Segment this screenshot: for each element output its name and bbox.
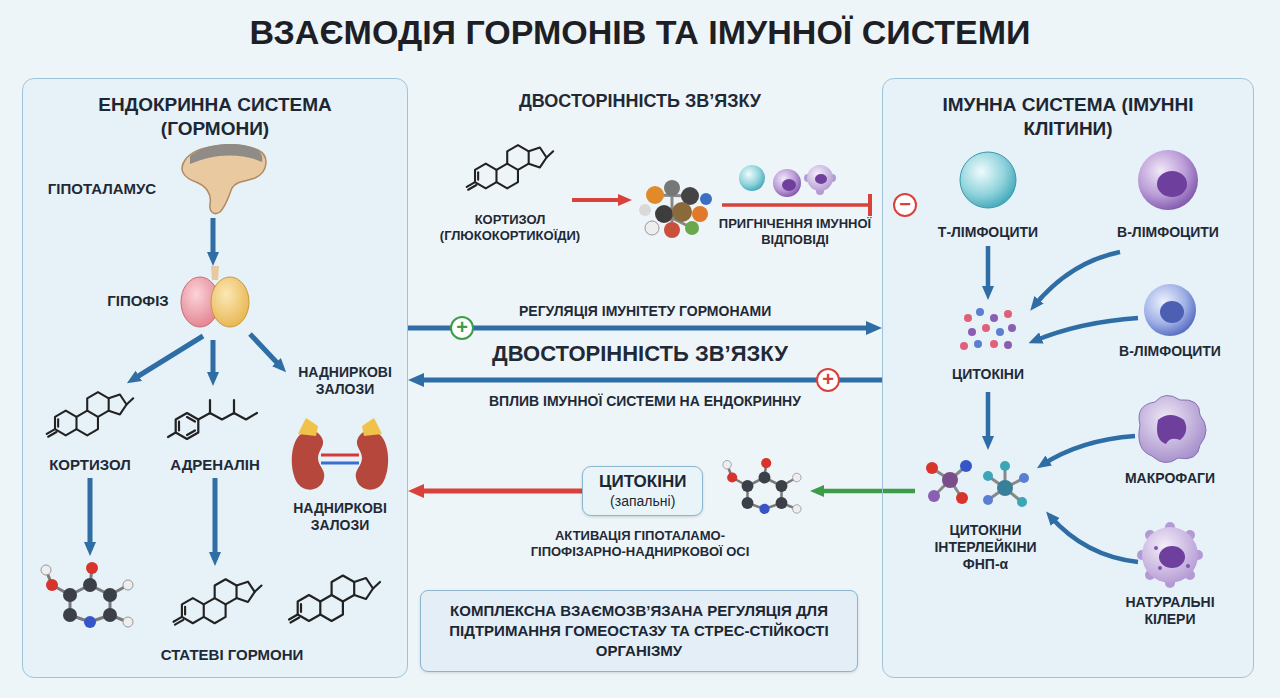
text-label: ДВОСТОРІННІСТЬ ЗВ’ЯЗКУ <box>430 341 850 368</box>
edge-label: РЕГУЛЯЦІЯ ІМУНІТЕТУ ГОРМОНАМИ <box>519 302 771 320</box>
summary-box: КОМПЛЕКСНА ВЗАЄМОЗВ’ЯЗАНА РЕГУЛЯЦІЯ ДЛЯ … <box>420 590 858 672</box>
node-text: ІМУННА СИСТЕМА (ІМУННІ КЛІТИНИ) <box>928 93 1208 141</box>
text-label: ГІПОФІЗ <box>93 292 183 310</box>
node-text: КОМПЛЕКСНА ВЗАЄМОЗВ’ЯЗАНА РЕГУЛЯЦІЯ ДЛЯ … <box>443 601 835 661</box>
text-label: АДРЕНАЛІН <box>160 456 270 474</box>
text-label: ДВОСТОРІННІСТЬ ЗВ’ЯЗКУ <box>460 91 820 113</box>
cytokine-molecules <box>926 460 1029 507</box>
text-label: ПРИГНІЧЕННЯ ІМУННОЇ ВІДПОВІДІ <box>715 216 875 248</box>
system-panel: ІМУННА СИСТЕМА (ІМУННІ КЛІТИНИ) <box>882 78 1254 678</box>
cytokine-box: ЦИТОКІНИ(запальні) <box>582 466 703 516</box>
molecule-structures <box>41 145 801 628</box>
text-label: В-ЛІМФОЦИТИ <box>1103 224 1233 241</box>
kidney-figure <box>292 418 388 490</box>
cytokine-dots <box>960 308 1016 350</box>
node-text: (запальні) <box>599 492 686 510</box>
small-cells <box>739 165 836 197</box>
text-label: ГІПОТАЛАМУС <box>37 180 167 198</box>
text-label: Т-ЛІМФОЦИТИ <box>923 224 1053 241</box>
connector-arrow <box>418 378 882 383</box>
panel-ground <box>22 78 1254 678</box>
connector-arrow <box>418 489 582 494</box>
text-label: НАДНИРКОВІ ЗАЛОЗИ <box>290 364 400 398</box>
text-label: В-ЛІМФОЦИТИ <box>1105 343 1235 360</box>
text-label: ЦИТОКІНИ ІНТЕРЛЕЙКІНИ ФНП-α <box>923 522 1048 573</box>
diagram-title: ВЗАЄМОДІЯ ГОРМОНІВ ТА ІМУННОЇ СИСТЕМИ <box>0 12 1280 52</box>
edge-label: ВПЛИВ ІМУННОЇ СИСТЕМИ НА ЕНДОКРИННУ <box>489 392 801 410</box>
text-label: АКТИВАЦІЯ ГІПОТАЛАМО-ГІПОФІЗАРНО-НАДНИРК… <box>510 528 770 560</box>
arrows <box>90 194 1138 562</box>
text-label: МАКРОФАГИ <box>1105 470 1235 487</box>
text-label: НАТУРАЛЬНІ КІЛЕРИ <box>1110 594 1230 628</box>
node-text: ЕНДОКРИННА СИСТЕМА (ГОРМОНИ) <box>75 93 355 141</box>
connector-arrow <box>408 326 872 331</box>
text-label: КОРТИЗОЛ (ГЛЮКОКОРТИКОЇДИ) <box>420 212 600 244</box>
sign-symbol: + <box>450 316 474 340</box>
hypothalamus-figure <box>182 144 266 214</box>
pituitary-figure <box>181 266 249 327</box>
sign-symbol: + <box>816 368 840 392</box>
text-label: НАДНИРКОВІ ЗАЛОЗИ <box>285 500 395 534</box>
text-label: СТАТЕВІ ГОРМОНИ <box>132 646 332 664</box>
node-text: ЦИТОКІНИ <box>599 471 686 492</box>
text-label: КОРТИЗОЛ <box>35 456 145 474</box>
sign-symbol: − <box>893 193 917 217</box>
molecule-cluster <box>639 180 712 238</box>
text-label: ЦИТОКІНИ <box>933 366 1043 383</box>
